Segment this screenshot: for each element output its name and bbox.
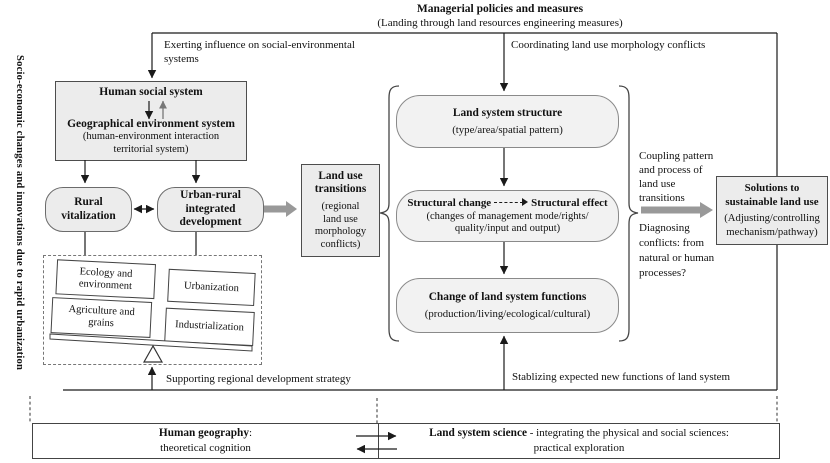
seesaw-item-agriculture: Agriculture and grains	[50, 297, 153, 338]
human-geography-bold: Human geography	[158, 427, 249, 439]
human-social-system-title: Human social system	[99, 86, 203, 98]
stablizing-functions-label: Stablizing expected new functions of lan…	[512, 371, 731, 383]
land-use-transitions-box: Land use transitions (regional land use …	[301, 164, 380, 257]
human-geography-line1: Human geography:	[159, 426, 252, 441]
seesaw-item-industrialization: Industrialization	[164, 307, 255, 346]
practical-exploration-label: practical exploration	[533, 442, 625, 454]
human-geography-cell: Human geography: theoretical cognition	[33, 424, 378, 458]
structural-change-effect-box: Structural change Structural effect (chan…	[396, 190, 619, 242]
thick-arrow-to-transitions	[264, 201, 297, 217]
foundation-box: Human geography: theoretical cognition L…	[32, 423, 780, 459]
functions-note: (production/living/ecological/cultural)	[424, 308, 591, 320]
structure-title: Land system structure	[452, 107, 563, 119]
seesaw-item-ecology: Ecology and environment	[55, 259, 157, 300]
seesaw-item-urbanization: Urbanization	[167, 268, 256, 306]
right-brace	[618, 85, 639, 342]
land-system-science-cell: Land system science - integrating the ph…	[378, 424, 779, 458]
subtitle-line: (Landing through land resources engineer…	[377, 17, 623, 29]
seesaw-group: Ecology and environment Urbanization Agr…	[47, 256, 257, 354]
land-system-science-bold: Land system science	[429, 427, 527, 439]
solutions-note: (Adjusting/controlling mechanism/pathway…	[724, 212, 820, 238]
change-of-functions-box: Change of land system functions (product…	[396, 278, 619, 333]
internal-arrows-gap	[56, 99, 246, 118]
rural-vitalization-oval: Rural vitalization	[45, 187, 132, 232]
diagram-title: Managerial policies and measures (Landin…	[330, 2, 670, 30]
territorial-system-note: (human-environment interaction territori…	[82, 131, 220, 155]
land-system-science-line1: Land system science - integrating the ph…	[429, 426, 729, 441]
human-geography-rest: :	[249, 427, 253, 439]
left-axis-label: Socio-economic changes and innovations d…	[14, 55, 25, 371]
land-system-science-rest: - integrating the physical and social sc…	[527, 427, 729, 439]
dashed-arrow-icon	[494, 198, 529, 207]
geographical-environment-title: Geographical environment system	[67, 118, 235, 130]
human-geographical-system-box: Human social system Geographical environ…	[55, 81, 247, 161]
structural-note: (changes of management mode/rights/ qual…	[426, 210, 589, 235]
solutions-title: Solutions to sustainable land use	[725, 182, 819, 208]
land-system-structure-box: Land system structure (type/area/spatial…	[396, 95, 619, 148]
functions-title: Change of land system functions	[428, 291, 587, 303]
structure-note: (type/area/spatial pattern)	[452, 124, 563, 136]
solutions-box: Solutions to sustainable land use (Adjus…	[716, 176, 828, 245]
structural-effect-label: Structural effect	[531, 196, 608, 209]
urban-rural-development-oval: Urban-rural integrated development	[157, 187, 264, 232]
label-coordinating-conflicts: Coordinating land use morphology conflic…	[511, 39, 706, 51]
land-use-transitions-title: Land use transitions	[314, 170, 367, 195]
structural-row: Structural change Structural effect	[407, 197, 607, 209]
label-exerting-influence: Exerting influence on social-environment…	[164, 39, 355, 65]
theoretical-cognition-label: theoretical cognition	[160, 442, 251, 454]
coupling-pattern-label: Coupling pattern and process of land use…	[639, 150, 714, 204]
diagnosing-conflicts-label: Diagnosing conflicts: from natural or hu…	[639, 222, 715, 279]
supporting-strategy-label: Supporting regional development strategy	[166, 373, 351, 385]
title-line: Managerial policies and measures	[416, 3, 584, 15]
structural-change-label: Structural change	[407, 196, 492, 209]
land-use-transitions-note: (regional land use morphology conflicts)	[314, 201, 367, 250]
